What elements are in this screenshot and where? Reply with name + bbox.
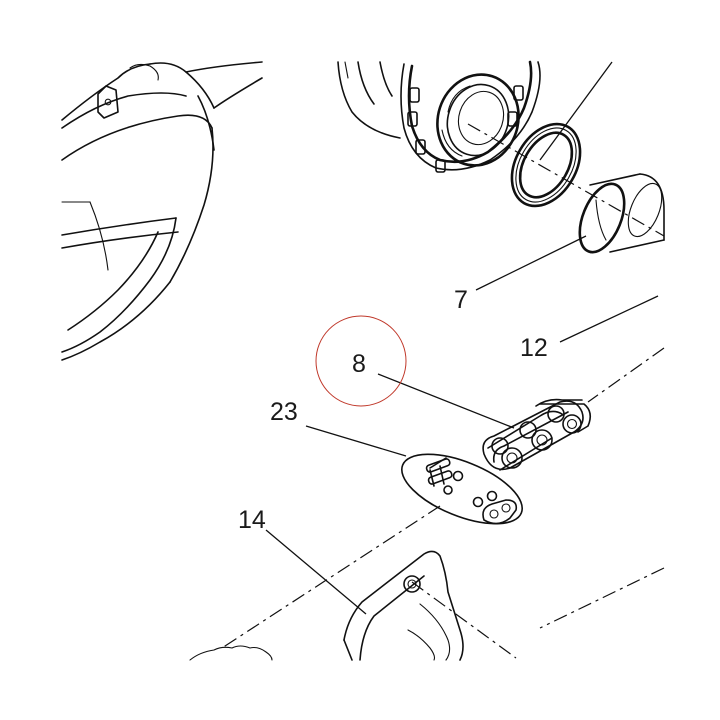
rear-hub [337,60,541,173]
swingarm-frame [61,61,263,361]
callout-part-8: 8 [352,350,366,378]
callout-part-7: 7 [454,286,468,314]
callout-part-14: 14 [238,506,266,534]
callout-part-12: 12 [520,334,548,362]
leader-14 [265,529,367,615]
drive-chain-section [487,398,592,471]
chain-master-link [482,400,584,471]
part-8-highlight-circle [315,315,407,407]
callout-part-23: 23 [270,398,298,426]
leader-8 [377,373,515,429]
leader-12 [559,295,659,343]
leader-23 [305,425,407,457]
assembly-axis-lines [221,123,665,659]
spacer-sleeve [578,173,665,254]
master-link-kit [401,453,523,525]
leader-lines [265,61,659,615]
leader-seal [539,61,613,161]
leader-7 [475,235,587,291]
oil-seal-ring [510,122,582,208]
chain-guard [189,550,464,661]
